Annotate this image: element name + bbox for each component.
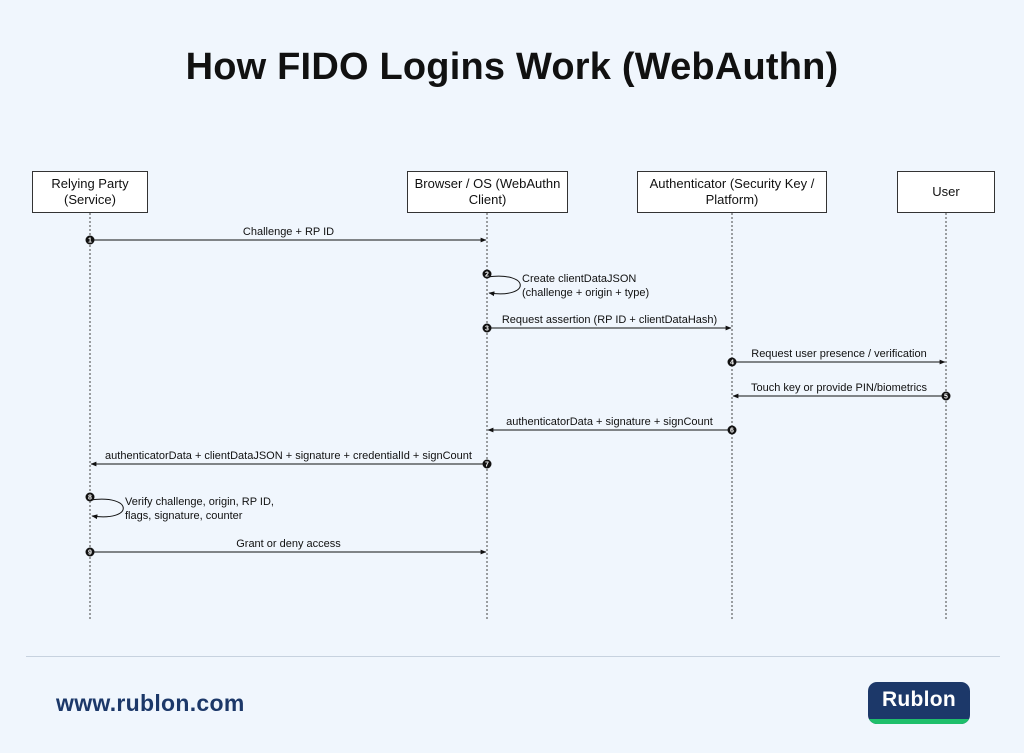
step-number-3: 3 bbox=[485, 326, 489, 333]
step-marker-2 bbox=[482, 269, 492, 279]
step-number-7: 7 bbox=[485, 462, 489, 469]
step-number-5: 5 bbox=[944, 394, 948, 401]
message-label-4: Request user presence / verification bbox=[751, 348, 926, 360]
message-label-7: authenticatorData + clientDataJSON + sig… bbox=[105, 450, 472, 462]
message-label-3: Request assertion (RP ID + clientDataHas… bbox=[502, 314, 717, 326]
step-marker-7 bbox=[482, 459, 492, 469]
message-label-5: Touch key or provide PIN/biometrics bbox=[751, 382, 928, 394]
footer-divider bbox=[26, 656, 1000, 657]
step-number-6: 6 bbox=[730, 428, 734, 435]
message-label-1: Challenge + RP ID bbox=[243, 226, 334, 238]
message-label-8-line2: flags, signature, counter bbox=[125, 510, 243, 522]
message-label-9: Grant or deny access bbox=[236, 538, 341, 550]
message-5: Touch key or provide PIN/biometrics 5 bbox=[732, 382, 951, 401]
lifeline-header-auth: Authenticator (Security Key / Platform) bbox=[637, 171, 827, 213]
step-marker-5 bbox=[941, 391, 951, 401]
step-marker-9 bbox=[85, 547, 95, 557]
message-9: Grant or deny access 9 bbox=[85, 538, 487, 557]
page-title: How FIDO Logins Work (WebAuthn) bbox=[185, 46, 839, 88]
step-number-2: 2 bbox=[485, 272, 489, 279]
message-8: Verify challenge, origin, RP ID, flags, s… bbox=[85, 492, 274, 522]
lifeline-header-rp: Relying Party (Service) bbox=[32, 171, 148, 213]
message-4: Request user presence / verification 4 bbox=[727, 348, 946, 367]
step-number-9: 9 bbox=[88, 550, 92, 557]
step-marker-6 bbox=[727, 425, 737, 435]
step-number-1: 1 bbox=[88, 238, 92, 245]
step-marker-8 bbox=[85, 492, 95, 502]
lifeline-header-browser: Browser / OS (WebAuthn Client) bbox=[407, 171, 568, 213]
message-7: authenticatorData + clientDataJSON + sig… bbox=[90, 450, 492, 469]
self-message-loop-8 bbox=[89, 498, 124, 520]
message-3: Request assertion (RP ID + clientDataHas… bbox=[482, 314, 732, 333]
message-label-2: Create clientDataJSON bbox=[522, 273, 636, 285]
message-label-2-line2: (challenge + origin + type) bbox=[522, 287, 649, 299]
message-6: authenticatorData + signature + signCoun… bbox=[487, 416, 737, 435]
logo-text: Rublon bbox=[881, 688, 957, 711]
self-message-loop-2 bbox=[486, 275, 521, 297]
message-label-6: authenticatorData + signature + signCoun… bbox=[506, 416, 713, 428]
step-number-8: 8 bbox=[88, 495, 92, 502]
lifeline-header-user: User bbox=[897, 171, 995, 213]
step-marker-1 bbox=[85, 235, 95, 245]
message-label-8: Verify challenge, origin, RP ID, bbox=[125, 496, 274, 508]
step-number-4: 4 bbox=[730, 360, 734, 367]
rublon-logo: Rublon bbox=[868, 682, 970, 724]
logo-accent-bar bbox=[868, 719, 970, 724]
step-marker-3 bbox=[482, 323, 492, 333]
footer-url-link[interactable]: www.rublon.com bbox=[56, 690, 245, 716]
message-2: Create clientDataJSON (challenge + origin… bbox=[482, 269, 649, 299]
message-1: Challenge + RP ID 1 bbox=[85, 226, 487, 245]
step-marker-4 bbox=[727, 357, 737, 367]
